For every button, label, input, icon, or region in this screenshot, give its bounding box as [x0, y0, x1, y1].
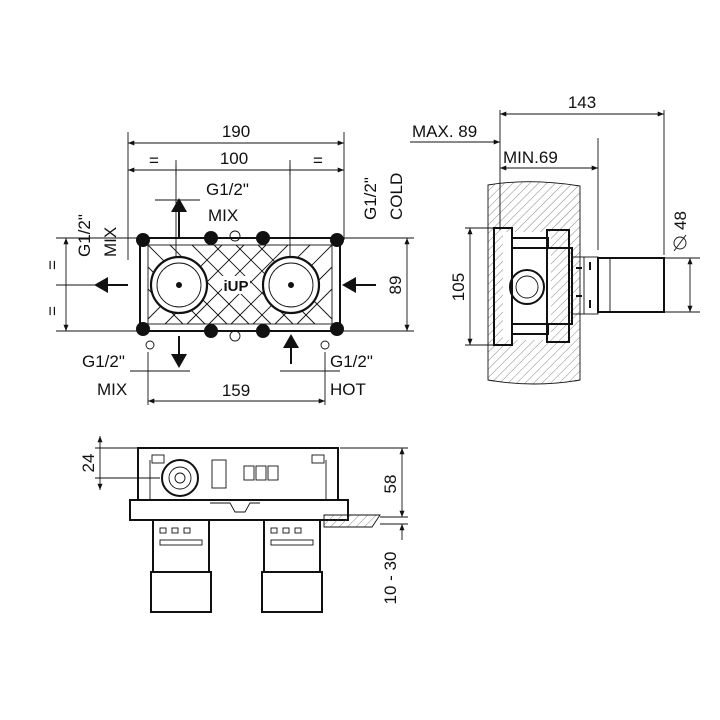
flow-arrow-left — [94, 277, 128, 293]
flow-arrow-up — [171, 198, 187, 238]
bottom-view: 24 58 10 - 30 — [79, 436, 408, 613]
mounting-lugs — [136, 230, 344, 350]
bottom-extension-lines — [95, 447, 408, 525]
flow-arrow-down — [171, 336, 187, 368]
wall-plate-hatched — [323, 514, 381, 528]
dim-equal-lower: = — [43, 306, 62, 316]
front-view: 190 = 100 = G1/2" MIX — [43, 122, 414, 405]
diameter-symbol-icon — [673, 234, 687, 252]
dim-equal-right: = — [313, 151, 323, 170]
dim-top-offset: 24 — [79, 454, 98, 473]
dim-bracket-height: 105 — [449, 273, 468, 301]
side-view: 143 MAX. 89 MIN.69 105 48 — [410, 93, 700, 385]
bottom-right-thread: G1/2" — [330, 352, 373, 371]
dim-height: 89 — [386, 276, 405, 295]
bottom-left-use: MIX — [97, 380, 127, 399]
mixer-body-front: iUP — [136, 230, 344, 350]
dim-equal-left: = — [149, 151, 159, 170]
left-port-use: MIX — [101, 227, 120, 257]
dim-max-depth: MAX. 89 — [412, 122, 477, 141]
dim-equal-upper: = — [43, 260, 62, 270]
bottom-left-thread: G1/2" — [82, 352, 125, 371]
flow-arrow-right-inlet — [342, 277, 376, 293]
dim-total-depth: 143 — [568, 93, 596, 112]
mixer-body-bottom — [129, 447, 381, 613]
top-port-thread: G1/2" — [206, 180, 249, 199]
dim-center-distance: 100 — [220, 149, 248, 168]
right-port-thread: G1/2" — [361, 177, 380, 220]
dim-overall-width: 190 — [222, 122, 250, 141]
dim-body-depth: 58 — [381, 475, 400, 494]
dim-diameter: 48 — [671, 211, 690, 230]
top-port-use: MIX — [208, 206, 238, 225]
bottom-right-use: HOT — [330, 380, 366, 399]
left-port-thread: G1/2" — [75, 214, 94, 257]
dim-base-width: 159 — [222, 381, 250, 400]
right-port-use: COLD — [387, 173, 406, 220]
brand-mark: iUP — [223, 278, 248, 295]
mixer-body-side — [493, 227, 665, 346]
dim-adjust-range: 10 - 30 — [381, 552, 400, 605]
flow-arrow-up-hot — [283, 334, 299, 364]
dim-min-depth: MIN.69 — [503, 148, 558, 167]
